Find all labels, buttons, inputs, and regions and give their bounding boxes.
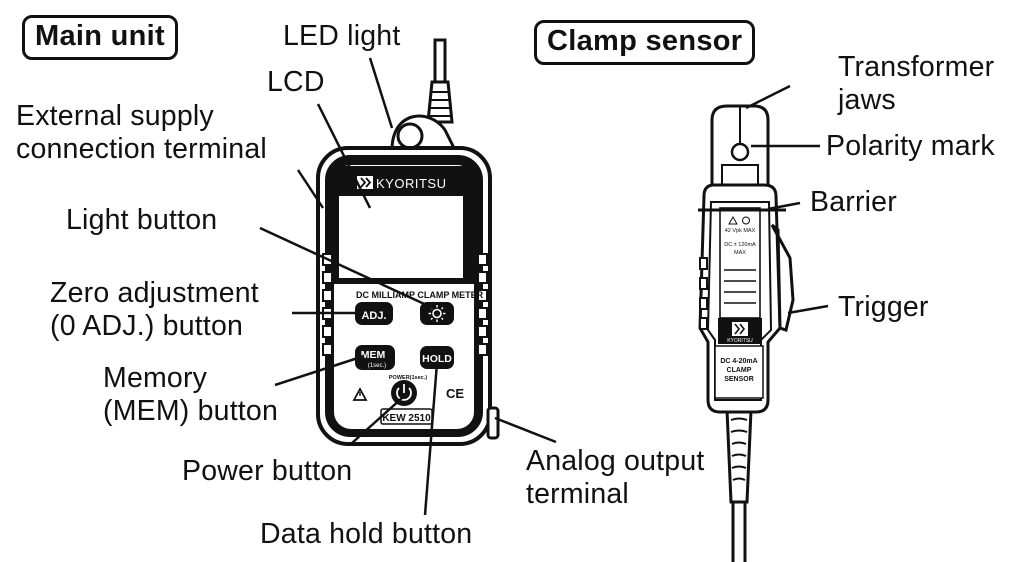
label-polarity-mark: Polarity mark <box>826 130 995 162</box>
label-memory: Memory (MEM) button <box>103 362 278 428</box>
trigger <box>770 223 795 332</box>
memory-button[interactable]: MEM (1sec.) <box>355 345 395 370</box>
sensor-name-2: CLAMP <box>727 367 752 374</box>
label-analog-output-line2: terminal <box>526 478 629 510</box>
device-panel-text: DC MILLIAMP CLAMP METER <box>356 290 484 300</box>
power-label: POWER(1sec.) <box>389 375 427 381</box>
label-zero-adjustment: Zero adjustment (0 ADJ.) button <box>50 277 259 343</box>
sensor-name-3: SENSOR <box>724 376 754 383</box>
label-light-button: Light button <box>66 204 218 236</box>
leader-external-supply <box>296 169 325 209</box>
label-power-button: Power button <box>182 455 353 487</box>
leader-barrier <box>767 201 801 211</box>
leader-lines <box>259 57 829 516</box>
ce-mark: CE <box>446 386 464 401</box>
warning-icon <box>352 387 368 401</box>
label-barrier: Barrier <box>810 186 897 218</box>
label-memory-line1: Memory <box>103 362 208 394</box>
leader-lcd <box>316 103 372 209</box>
power-icon <box>396 384 412 401</box>
zero-adjust-button[interactable]: ADJ. <box>355 302 393 325</box>
label-analog-output-line1: Analog output <box>526 445 705 477</box>
label-lcd: LCD <box>267 66 325 98</box>
sensor-rating-1: DC ± 120mA <box>724 242 756 248</box>
label-transformer-jaws-line1: Transformer <box>838 51 995 83</box>
sensor-brand: KYORITSU <box>727 338 753 344</box>
main-unit-cable <box>426 38 454 124</box>
label-external-supply-line1: External supply <box>16 100 214 132</box>
sensor-name-1: DC 4-20mA <box>720 358 757 365</box>
sensor-warning-text: 42 Vpk MAX <box>725 228 756 234</box>
sensor-warning-icon <box>728 215 750 225</box>
hold-button-text: HOLD <box>422 353 452 365</box>
clamp-sensor-title: Clamp sensor <box>534 20 756 65</box>
zero-adjust-button-text: ADJ. <box>361 310 386 322</box>
leader-power <box>351 397 403 444</box>
model-name: KEW 2510 <box>382 413 431 424</box>
device-logo <box>357 176 373 189</box>
power-button[interactable] <box>391 380 417 406</box>
label-memory-line2: (MEM) button <box>103 395 279 427</box>
leader-light-button <box>259 226 434 310</box>
label-data-hold: Data hold button <box>260 518 473 550</box>
polarity-mark <box>730 142 750 162</box>
analog-output-terminal <box>486 406 500 440</box>
label-trigger: Trigger <box>838 291 929 323</box>
label-led-light: LED light <box>283 20 401 52</box>
leader-led-light <box>368 57 394 129</box>
leader-data-hold <box>423 362 439 516</box>
label-transformer-jaws: Transformer jaws <box>838 51 994 117</box>
sensor-rating-2: MAX <box>734 250 746 256</box>
device-brand: KYORITSU <box>376 176 446 191</box>
label-zero-adjustment-line2: (0 ADJ.) button <box>50 310 244 342</box>
leader-analog-output <box>494 416 557 444</box>
clamp-sensor-cable <box>725 408 753 562</box>
sensor-logo <box>732 322 748 336</box>
memory-button-text: MEM <box>361 349 386 361</box>
leader-memory <box>274 354 365 387</box>
label-transformer-jaws-line2: jaws <box>838 84 896 116</box>
memory-button-subtext: (1sec.) <box>368 363 386 369</box>
leader-trigger <box>787 304 829 315</box>
sun-icon <box>432 308 442 319</box>
label-analog-output: Analog output terminal <box>526 445 705 511</box>
sensor-grip-ridges <box>699 257 708 330</box>
hold-button[interactable]: HOLD <box>420 346 454 369</box>
label-external-supply: External supply connection terminal <box>16 100 267 166</box>
leader-transformer-jaws <box>745 84 791 110</box>
label-external-supply-line2: connection terminal <box>16 133 267 165</box>
label-zero-adjustment-line1: Zero adjustment <box>50 277 259 309</box>
main-unit-title: Main unit <box>22 15 178 60</box>
clamp-sensor-body <box>698 183 782 414</box>
